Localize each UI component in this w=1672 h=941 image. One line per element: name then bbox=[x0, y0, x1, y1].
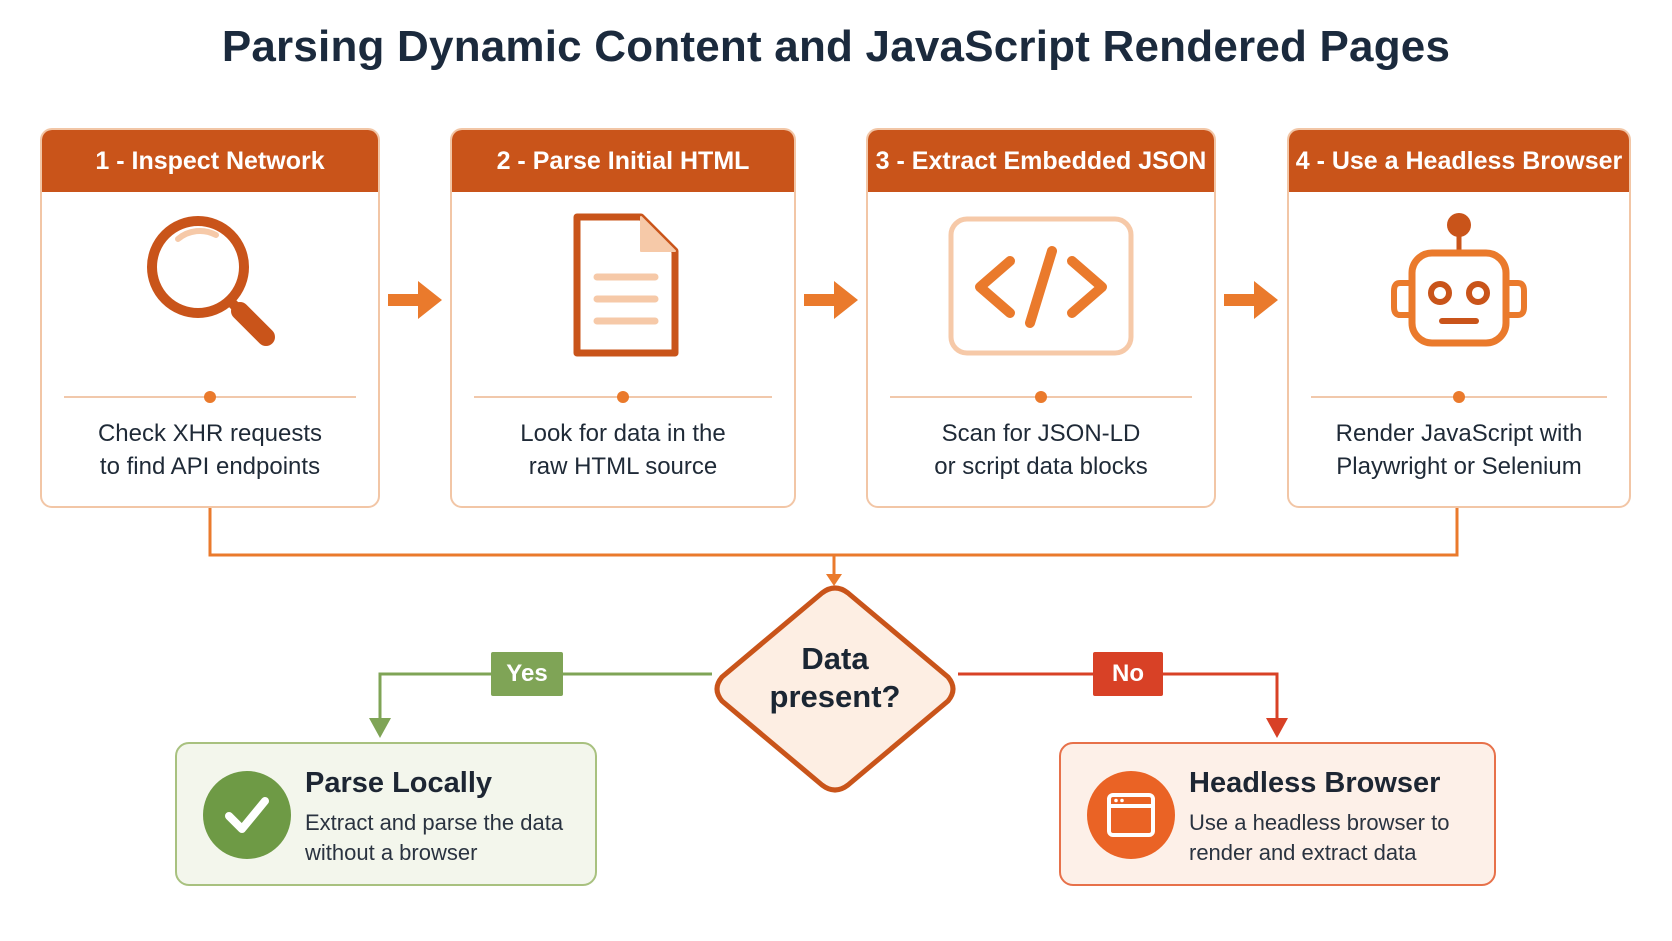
outcome-headless-browser: Headless Browser Use a headless browser … bbox=[1059, 742, 1496, 886]
step-desc-line: or script data blocks bbox=[934, 453, 1148, 480]
page-title: Parsing Dynamic Content and JavaScript R… bbox=[221, 22, 1451, 71]
checkmark-badge bbox=[203, 771, 291, 859]
decision-label-line: present? bbox=[769, 679, 901, 714]
checkmark-icon bbox=[225, 797, 269, 833]
outcome-desc-line: without a browser bbox=[305, 840, 478, 865]
outcome-title: Parse Locally bbox=[305, 767, 492, 799]
decision-label: Data present? bbox=[740, 640, 930, 716]
step-card-extract-embedded-json: 3 - Extract Embedded JSON Scan for JSON-… bbox=[866, 128, 1216, 508]
step-card-inspect-network: 1 - Inspect Network Check XHR requests t… bbox=[40, 128, 380, 508]
step-divider-dot bbox=[1453, 391, 1465, 403]
decision-label-line: Data bbox=[801, 641, 869, 676]
step-divider-dot bbox=[617, 391, 629, 403]
step-divider-dot bbox=[1035, 391, 1047, 403]
outcome-description: Use a headless browser to render and ext… bbox=[1189, 808, 1489, 868]
step-desc-line: Render JavaScript with bbox=[1335, 420, 1583, 447]
code-icon bbox=[948, 216, 1134, 356]
step-description: Scan for JSON-LD or script data blocks bbox=[878, 417, 1204, 483]
outcome-desc-line: Use a headless browser to bbox=[1189, 810, 1450, 835]
outcome-description: Extract and parse the data without a bro… bbox=[305, 808, 605, 868]
step-description: Check XHR requests to find API endpoints bbox=[52, 417, 368, 483]
document-icon bbox=[573, 213, 679, 357]
step-card-use-headless-browser: 4 - Use a Headless Browser Render JavaSc… bbox=[1287, 128, 1631, 508]
step-description: Look for data in the raw HTML source bbox=[462, 417, 784, 483]
step-desc-line: Look for data in the bbox=[520, 420, 726, 447]
step-desc-line: to find API endpoints bbox=[99, 453, 321, 480]
magnifier-icon bbox=[147, 216, 275, 346]
step-header: 3 - Extract Embedded JSON bbox=[868, 130, 1214, 192]
outcome-desc-line: Extract and parse the data bbox=[305, 810, 564, 835]
browser-badge bbox=[1087, 771, 1175, 859]
step-desc-line: Playwright or Selenium bbox=[1336, 453, 1582, 480]
yes-branch-tag: Yes bbox=[491, 652, 563, 696]
arrow-right-icon bbox=[388, 281, 442, 319]
decision-diamond bbox=[714, 585, 956, 793]
step-divider-dot bbox=[204, 391, 216, 403]
step-desc-line: Check XHR requests bbox=[97, 420, 323, 447]
step-header: 4 - Use a Headless Browser bbox=[1289, 130, 1629, 192]
browser-window-icon bbox=[1107, 793, 1155, 837]
outcome-parse-locally: Parse Locally Extract and parse the data… bbox=[175, 742, 597, 886]
step-desc-line: raw HTML source bbox=[528, 453, 718, 480]
no-branch-tag: No bbox=[1093, 652, 1163, 696]
step-header: 2 - Parse Initial HTML bbox=[452, 130, 794, 192]
step-description: Render JavaScript with Playwright or Sel… bbox=[1299, 417, 1619, 483]
arrow-right-icon bbox=[1224, 281, 1278, 319]
outcome-desc-line: render and extract data bbox=[1189, 840, 1417, 865]
step-card-parse-initial-html: 2 - Parse Initial HTML Look for data in … bbox=[450, 128, 796, 508]
step-header: 1 - Inspect Network bbox=[42, 130, 378, 192]
arrow-right-icon bbox=[804, 281, 858, 319]
outcome-title: Headless Browser bbox=[1189, 767, 1441, 799]
robot-icon bbox=[1391, 213, 1527, 347]
step-desc-line: Scan for JSON-LD bbox=[941, 420, 1141, 447]
